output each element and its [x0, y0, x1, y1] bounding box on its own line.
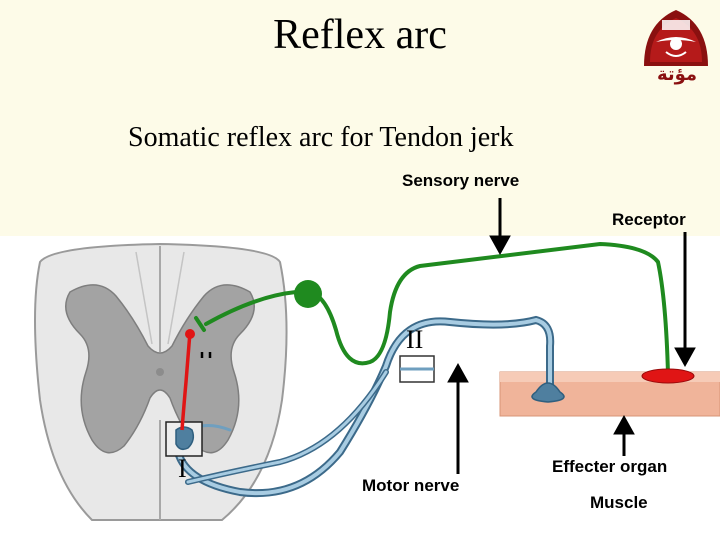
motor-pathway [174, 315, 555, 498]
logo-text: مؤتة [656, 64, 698, 85]
label-motor-nerve: Motor nerve [362, 476, 460, 495]
interneuron [180, 331, 192, 431]
arrows [447, 198, 696, 474]
spinal-cord [34, 242, 288, 521]
diagram-subtitle: Somatic reflex arc for Tendon jerk [128, 122, 514, 153]
dorsal-root-ganglion [294, 280, 322, 308]
motor-end-plate [531, 382, 565, 403]
label-muscle: Muscle [590, 493, 648, 512]
label-sensory-nerve: Sensory nerve [402, 171, 520, 190]
receptor-organ [641, 368, 695, 384]
sensory-pathway [194, 241, 670, 376]
university-logo [644, 10, 708, 66]
label-roman-two: II [406, 325, 424, 354]
label-receptor: Receptor [612, 210, 686, 229]
label-effector-organ: Effecter organ [552, 457, 668, 476]
page-title: Reflex arc [273, 12, 447, 58]
title-band [0, 0, 720, 236]
label-roman-one: I [178, 454, 187, 483]
